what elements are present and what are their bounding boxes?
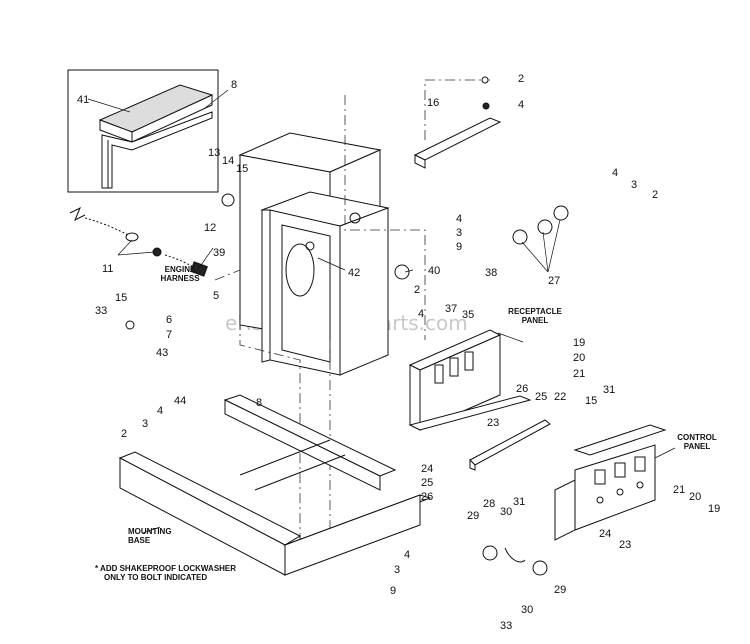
- receptacle-panel-label-2: PANEL: [522, 316, 549, 325]
- callout-37: 37: [445, 303, 457, 315]
- callout-3-f: 3: [394, 564, 400, 576]
- callout-8: 8: [231, 79, 237, 91]
- callouts: 41 8 13 14 15 12 11 39 42 40 16 2 4 4 3 …: [77, 73, 720, 632]
- callout-28: 28: [483, 498, 495, 510]
- leader-lines: [87, 89, 676, 534]
- callout-16: 16: [427, 97, 439, 109]
- callout-21: 21: [573, 368, 585, 380]
- callout-26: 26: [516, 383, 528, 395]
- callout-25-b: 25: [421, 477, 433, 489]
- callout-20: 20: [573, 352, 585, 364]
- callout-29-b: 29: [554, 584, 566, 596]
- callout-20-b: 20: [689, 491, 701, 503]
- callout-38: 38: [485, 267, 497, 279]
- callout-13: 13: [208, 147, 220, 159]
- receptacle-panel-label-1: RECEPTACLE: [508, 307, 562, 316]
- callout-33: 33: [95, 305, 107, 317]
- callout-24-b: 24: [599, 528, 611, 540]
- callout-44: 44: [174, 395, 186, 407]
- callout-19: 19: [573, 337, 585, 349]
- callout-2-d: 2: [414, 284, 420, 296]
- callout-2-c: 2: [652, 189, 658, 201]
- callout-14: 14: [222, 155, 234, 167]
- callout-26-b: 26: [421, 491, 433, 503]
- callout-4-e: 4: [157, 405, 163, 417]
- callout-40: 40: [428, 265, 440, 277]
- callout-3-e: 3: [142, 418, 148, 430]
- callout-35: 35: [462, 309, 474, 321]
- callout-43: 43: [156, 347, 168, 359]
- callout-6: 6: [166, 314, 172, 326]
- top-panel: [344, 79, 502, 340]
- callout-21-b: 21: [673, 484, 685, 496]
- callout-11: 11: [102, 263, 113, 275]
- callout-4-d: 4: [418, 308, 424, 320]
- mounting-base-label-1: MOUNTING: [128, 527, 172, 536]
- callout-39: 39: [213, 247, 225, 259]
- callout-3-c: 3: [631, 179, 637, 191]
- callout-25: 25: [535, 391, 547, 403]
- control-panel-part: [554, 424, 667, 541]
- callout-31: 31: [603, 384, 615, 396]
- callout-29: 29: [467, 510, 479, 522]
- callout-24: 24: [421, 463, 433, 475]
- small-hardware: [125, 76, 548, 576]
- callout-7: 7: [166, 329, 172, 341]
- rail: [469, 419, 551, 471]
- callout-31-b: 31: [513, 496, 525, 508]
- enclosure: [214, 132, 390, 560]
- note-line-1: * ADD SHAKEPROOF LOCKWASHER: [95, 564, 236, 573]
- callout-4-b: 4: [456, 213, 462, 225]
- engine-harness-label-1: ENGINE: [165, 265, 196, 274]
- callout-15: 15: [236, 163, 248, 175]
- callout-12: 12: [204, 222, 216, 234]
- callout-30: 30: [500, 506, 512, 518]
- callout-3-b: 3: [456, 227, 462, 239]
- engine-harness-label-2: HARNESS: [160, 274, 200, 283]
- note-line-2: ONLY TO BOLT INDICATED: [104, 573, 207, 582]
- relays-27: [512, 205, 569, 245]
- callout-4-f: 4: [404, 549, 410, 561]
- control-panel-label-1: CONTROL: [677, 433, 717, 442]
- callout-22: 22: [554, 391, 566, 403]
- callout-9-f: 9: [390, 585, 396, 597]
- callout-9: 9: [456, 241, 462, 253]
- callout-8-b: 8: [256, 397, 262, 409]
- callout-23-b: 23: [619, 539, 631, 551]
- text-labels: ENGINE HARNESS RECEPTACLE PANEL CONTROL …: [95, 265, 717, 582]
- mounting-base: [118, 394, 432, 576]
- inset-detail: [67, 69, 219, 193]
- callout-15-b: 15: [115, 292, 127, 304]
- callout-4: 4: [518, 99, 524, 111]
- callout-15-c: 15: [585, 395, 597, 407]
- callout-5: 5: [213, 290, 219, 302]
- callout-19-b: 19: [708, 503, 720, 515]
- callout-2-e: 2: [121, 428, 127, 440]
- callout-23: 23: [487, 417, 499, 429]
- callout-27: 27: [548, 275, 560, 287]
- callout-4-c: 4: [612, 167, 618, 179]
- fan-opening: [285, 243, 315, 297]
- mounting-base-label-2: BASE: [128, 536, 151, 545]
- callout-2: 2: [518, 73, 524, 85]
- engine-harness-part: [69, 206, 208, 277]
- receptacle-panel-part: [408, 329, 532, 431]
- callout-42: 42: [348, 267, 360, 279]
- callout-41: 41: [77, 94, 89, 106]
- callout-30-b: 30: [521, 604, 533, 616]
- control-panel-label-2: PANEL: [684, 442, 711, 451]
- callout-33-b: 33: [500, 620, 512, 632]
